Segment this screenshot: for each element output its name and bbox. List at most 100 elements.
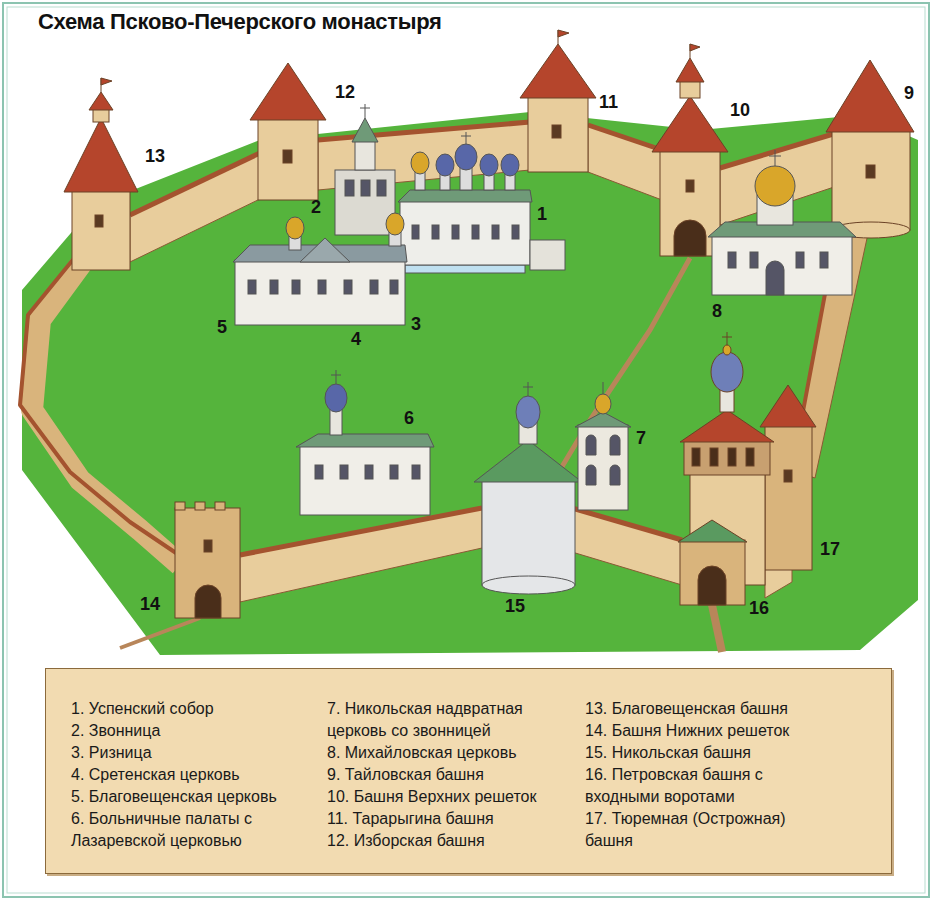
church-complex-3-5-part bbox=[235, 260, 405, 325]
callout-number: 9 bbox=[904, 83, 914, 103]
tower-13 bbox=[64, 78, 138, 270]
top-walls-part bbox=[720, 132, 840, 168]
cathedral-part bbox=[405, 265, 525, 273]
hospital-chambers bbox=[296, 370, 434, 515]
road bbox=[120, 258, 722, 652]
tower-10-part bbox=[674, 220, 706, 256]
tower-15-part bbox=[474, 440, 582, 482]
tower-16-part bbox=[710, 448, 718, 466]
tower-12-part bbox=[250, 63, 326, 120]
tower-16-part bbox=[680, 540, 745, 605]
church-complex-3-5-part bbox=[318, 280, 326, 294]
legend-entry: 15. Никольская башня bbox=[585, 742, 751, 764]
tower-14-part bbox=[204, 540, 212, 552]
tower-10-part bbox=[652, 96, 728, 152]
mikhailovsky-church-part bbox=[755, 166, 795, 206]
tower-17-part bbox=[765, 425, 812, 570]
tower-9 bbox=[826, 60, 914, 238]
callout-number: 10 bbox=[730, 100, 750, 120]
cathedral-part bbox=[512, 225, 519, 239]
cathedral-part bbox=[455, 144, 477, 170]
top-walls-part bbox=[318, 122, 530, 140]
tower-12-part bbox=[258, 118, 318, 200]
cathedral-part bbox=[436, 154, 454, 176]
nikolsky-gate-church-part bbox=[603, 382, 604, 394]
nikolsky-gate-church-part bbox=[610, 465, 620, 485]
belfry-part bbox=[345, 180, 354, 196]
bottom-walls-part bbox=[572, 508, 682, 585]
tower-17-part bbox=[784, 470, 792, 482]
tower-16-part bbox=[711, 352, 743, 392]
tower-15-part bbox=[482, 576, 575, 594]
top-walls-part bbox=[720, 132, 840, 225]
hospital-chambers-part bbox=[336, 370, 337, 384]
cathedral-part bbox=[400, 200, 530, 265]
left-wall bbox=[20, 235, 180, 565]
left-wall-part bbox=[32, 245, 180, 565]
callout-number: 15 bbox=[505, 596, 525, 616]
tower-17-part bbox=[760, 385, 816, 427]
legend-entry: 17. Тюремная (Острожная) башня bbox=[585, 808, 835, 852]
grass bbox=[22, 112, 918, 655]
legend-panel: 1. Успенский собор2. Звонница3. Ризница4… bbox=[45, 668, 892, 874]
tower-10-part bbox=[686, 180, 694, 192]
callout-number: 3 bbox=[411, 314, 421, 334]
callout-number: 6 bbox=[404, 408, 414, 428]
nikolsky-gate-church-part bbox=[595, 394, 611, 414]
cathedral-part bbox=[412, 225, 419, 239]
tower-16-part bbox=[698, 566, 726, 605]
legend-entry: 11. Тарарыгина башня bbox=[327, 808, 494, 830]
belfry-part bbox=[360, 108, 370, 109]
church-complex-3-5-part bbox=[270, 280, 278, 294]
tower-15-part bbox=[516, 396, 540, 428]
tower-16-part bbox=[722, 337, 732, 338]
church-complex-3-5-part bbox=[344, 280, 352, 294]
nikolsky-gate-church-part bbox=[586, 435, 596, 455]
cathedral-part bbox=[472, 225, 479, 239]
church-complex-3-5-part bbox=[390, 280, 398, 294]
hospital-chambers-part bbox=[300, 445, 430, 515]
tower-11-part bbox=[552, 125, 561, 138]
diagram-title: Схема Псково-Печерского монастыря bbox=[38, 9, 442, 35]
callout-number: 12 bbox=[335, 82, 355, 102]
hospital-chambers-part bbox=[296, 434, 434, 447]
tower-16-part bbox=[723, 345, 731, 355]
tower-9-part bbox=[832, 130, 910, 230]
tower-15 bbox=[474, 382, 582, 594]
cathedral-part bbox=[398, 190, 532, 202]
hospital-chambers-part bbox=[390, 465, 398, 479]
belfry bbox=[335, 104, 395, 235]
callout-number: 5 bbox=[217, 317, 227, 337]
top-walls-part bbox=[130, 152, 262, 262]
tower-13-part bbox=[101, 78, 112, 85]
tower-11-part bbox=[558, 30, 569, 37]
hospital-chambers-part bbox=[331, 375, 341, 376]
road-part bbox=[712, 605, 722, 652]
nikolsky-gate-church-part bbox=[610, 435, 620, 455]
legend-entry: 1. Успенский собор bbox=[71, 698, 214, 720]
legend-entry: 5. Благовещенская церковь bbox=[71, 786, 277, 808]
tower-16 bbox=[678, 332, 774, 605]
cathedral-part bbox=[501, 154, 519, 176]
tower-13-part bbox=[89, 92, 113, 110]
nikolsky-gate-church-part bbox=[578, 425, 628, 510]
church-complex-3-5-part bbox=[292, 280, 300, 294]
frame-part bbox=[7, 7, 925, 893]
tower-11-part bbox=[528, 96, 588, 172]
cathedral-part bbox=[530, 240, 565, 270]
tower-9-part bbox=[826, 60, 914, 132]
tower-15-part bbox=[482, 480, 575, 585]
tower-10 bbox=[652, 44, 728, 256]
legend-entry: 4. Сретенская церковь bbox=[71, 764, 240, 786]
legend-entry: 13. Благовещенская башня bbox=[585, 698, 788, 720]
tower-12 bbox=[250, 63, 326, 200]
hospital-chambers-part bbox=[365, 465, 373, 479]
legend-entry: 14. Башня Нижних решеток bbox=[585, 720, 789, 742]
left-wall-part bbox=[20, 235, 176, 553]
tower-16-part bbox=[727, 332, 728, 345]
church-complex-3-5-part bbox=[286, 217, 304, 239]
tower-14-part bbox=[195, 502, 205, 510]
bottom-walls-part bbox=[240, 508, 482, 602]
cathedral-part bbox=[466, 132, 467, 144]
tower-16-part bbox=[728, 448, 736, 466]
